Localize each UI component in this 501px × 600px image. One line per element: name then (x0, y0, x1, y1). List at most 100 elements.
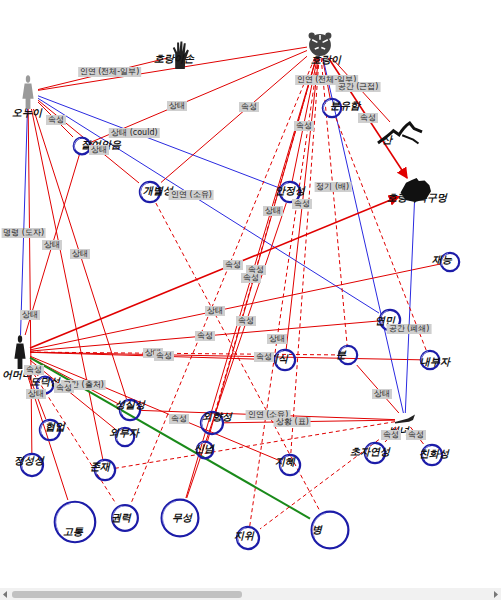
relation-line (336, 118, 426, 350)
circle-outline (312, 512, 349, 549)
relation-line (30, 368, 116, 504)
concept-circle: 무성 (160, 498, 200, 538)
node-label: 내부자 (420, 356, 450, 367)
node-label: 산 (382, 134, 392, 145)
node-label: 개별성 (143, 185, 173, 196)
node-label: 안정성 (275, 185, 305, 196)
hairpin-shape (395, 414, 415, 423)
node-label: 지혜 (275, 456, 295, 467)
node-label: 잘여안음 (81, 139, 121, 150)
node-label: 분 (336, 349, 346, 360)
concept-circle: 내부자 (420, 350, 440, 370)
scrollbar-thumb (12, 591, 242, 598)
node-label: 호랑이손 (154, 53, 194, 64)
hand-icon: 호랑이손 (168, 41, 192, 69)
node-label: 협업 (45, 421, 65, 432)
concept-circle: 지혜 (279, 454, 301, 476)
concept-circle: 외부자 (115, 427, 135, 447)
relation-line (156, 203, 319, 510)
node-label: 외부자 (109, 427, 139, 438)
node-label: 무성 (172, 512, 192, 523)
relation-line (30, 358, 310, 519)
relation-line (33, 109, 126, 399)
node-label: 지식 (268, 353, 288, 364)
concept-circle: 재능 (440, 252, 460, 272)
concept-circle: 성실성 (119, 399, 141, 421)
relation-line (292, 58, 317, 181)
node-label: 병 (312, 524, 322, 535)
person-icon: 오누이 (18, 75, 38, 109)
figure-body (14, 344, 25, 370)
concept-circle: 잘여안음 (73, 137, 91, 155)
relation-line (28, 109, 32, 453)
concept-circle: 병 (310, 510, 350, 550)
relation-line (91, 51, 307, 143)
node-outline (53, 500, 97, 544)
circle-outline (162, 500, 199, 537)
circle-highlight (313, 513, 326, 538)
relation-line (31, 109, 102, 459)
node-label: 연민 (375, 315, 395, 326)
concept-circle: 안정성 (279, 181, 301, 203)
node-label: 정성성 (14, 455, 44, 466)
node-label: 비녀 (389, 425, 409, 436)
relation-line (38, 58, 168, 90)
tiger-stripes (312, 35, 328, 49)
tiger-head-icon: 호랑이목구멍 (399, 178, 431, 202)
scroll-arrow (3, 591, 7, 598)
node-outline (10, 335, 30, 369)
scrollbar-track (0, 588, 501, 600)
node-outline (395, 413, 415, 427)
concept-circle: 외향성 (200, 411, 224, 435)
node-label: 재능 (432, 254, 452, 265)
hairpin-icon: 비녀 (395, 413, 415, 427)
node-label: 초자연성 (350, 446, 390, 457)
person-icon: 어머니 (10, 335, 30, 369)
node-label: 어머니 (2, 369, 32, 380)
node-label: 권력 (111, 512, 131, 523)
concept-circle: 도덕성 (36, 376, 54, 394)
node-label: 분유함 (330, 100, 360, 111)
tiger-ear (309, 33, 315, 39)
concept-circle: 연민 (379, 309, 401, 331)
node-label: 성실성 (115, 399, 145, 410)
relation-line (329, 58, 408, 178)
tiger-icon: 호랑이 (307, 32, 333, 58)
concept-circle: 고통 (53, 500, 97, 544)
relation-line (30, 356, 279, 460)
node-label: 존재 (90, 461, 110, 472)
relation-line (410, 427, 423, 444)
concept-circle: 존재 (94, 459, 116, 481)
concept-circle: 신념 (196, 441, 214, 459)
relation-line (25, 155, 79, 335)
node-label: 호랑이 (311, 54, 341, 65)
relation-line (30, 197, 399, 348)
circle-outline (55, 502, 95, 542)
mountain-icon: 산 (378, 122, 422, 144)
circle-highlight (74, 138, 80, 149)
relation-line (30, 360, 115, 429)
relation-line (30, 352, 274, 359)
node-label: 도덕성 (30, 376, 60, 387)
relation-line (30, 321, 379, 351)
scroll-arrow (494, 591, 498, 598)
mountain-stroke (402, 135, 418, 143)
concept-circle: 정성성 (20, 453, 44, 477)
figure-head (18, 335, 22, 342)
relation-line (116, 422, 395, 469)
concept-circle: 친화성 (421, 444, 443, 466)
relation-line (224, 420, 395, 423)
circle-highlight (323, 100, 330, 112)
concept-circle: 초자연성 (364, 442, 386, 464)
relation-line (30, 352, 420, 360)
node-label: 오누이 (12, 107, 42, 118)
relation-line (21, 109, 28, 335)
relation-line (286, 58, 318, 349)
concept-circle: 개별성 (139, 181, 161, 203)
relation-line (186, 58, 316, 498)
relation-line (187, 203, 287, 498)
concept-circle: 지위 (236, 526, 260, 550)
